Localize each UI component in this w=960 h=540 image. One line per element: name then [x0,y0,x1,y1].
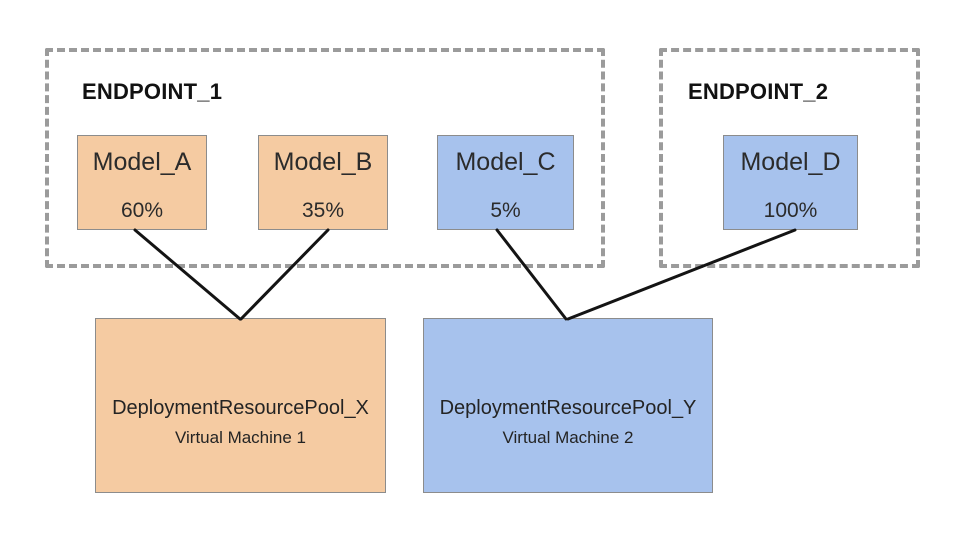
model-d-box: Model_D 100% [723,135,858,230]
deployment-resource-pool-x-box: DeploymentResourcePool_X Virtual Machine… [95,318,386,493]
deployment-resource-pool-y-box: DeploymentResourcePool_Y Virtual Machine… [423,318,713,493]
model-c-traffic-split: 5% [490,199,521,222]
pool-y-machine: Virtual Machine 2 [502,428,634,447]
model-a-box: Model_A 60% [77,135,207,230]
model-c-box: Model_C 5% [437,135,574,230]
model-d-name: Model_D [740,148,841,176]
pool-y-name: DeploymentResourcePool_Y [439,397,697,419]
model-b-traffic-split: 35% [301,199,345,222]
model-a-traffic-split: 60% [120,199,164,222]
model-b-box: Model_B 35% [258,135,388,230]
endpoint-2-label: ENDPOINT_2 [688,79,829,104]
endpoint-1-label: ENDPOINT_1 [82,79,223,104]
pool-x-machine: Virtual Machine 1 [174,428,307,447]
pool-x-name: DeploymentResourcePool_X [112,397,369,419]
model-c-name: Model_C [455,148,556,176]
model-a-name: Model_A [92,148,192,176]
model-b-name: Model_B [273,148,373,176]
model-d-traffic-split: 100% [763,199,818,222]
